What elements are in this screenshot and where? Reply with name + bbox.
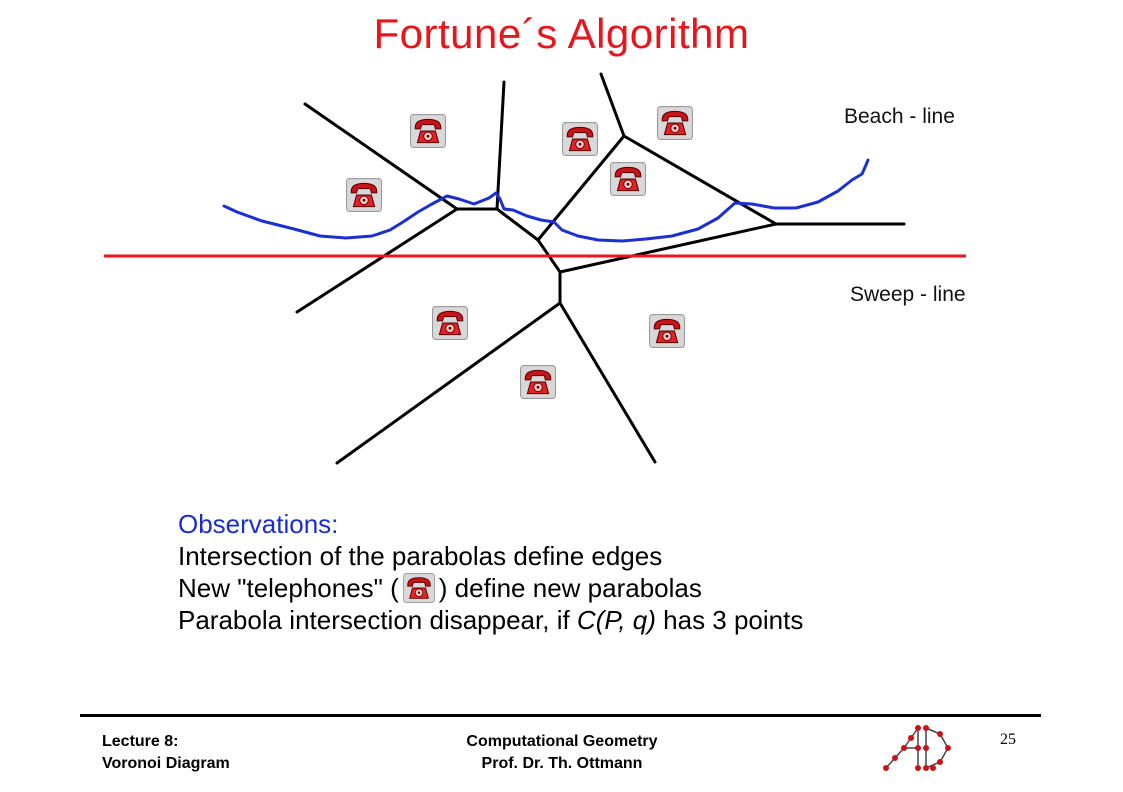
footer-lecture-info: Lecture 8: Voronoi Diagram [102,731,230,775]
footer-course-info: Computational Geometry Prof. Dr. Th. Ott… [392,731,732,775]
observation-text: Parabola intersection disappear, if [178,605,577,635]
voronoi-edge [558,301,657,464]
telephone-icon [346,178,382,212]
telephone-icon [410,114,446,148]
telephone-icon [402,573,435,603]
telephone-icon [562,122,598,156]
slide-title: Fortune´s Algorithm [373,10,750,57]
observation-text: New "telephones" ( [178,573,399,603]
telephone-icon [657,106,693,140]
telephone-icon [520,365,556,399]
sweep-line-label: Sweep - line [850,283,966,306]
site-telephones [346,106,693,399]
voronoi-edge [295,207,459,314]
voronoi-edge [335,301,562,465]
observation-text: has 3 points [655,605,804,635]
institute-logo [883,725,951,771]
lecture-topic: Voronoi Diagram [102,755,230,772]
observation-line: Intersection of the parabolas define edg… [178,541,663,571]
observation-formula: C(P, q) [576,605,656,635]
voronoi-edge [622,134,778,226]
observation-line: New "telephones" ( ) define new parabolas [178,572,803,604]
beach-line [222,158,870,243]
voronoi-edge [558,222,778,274]
footer-divider [80,714,1041,717]
beach-line-label: Beach - line [844,105,955,128]
observation-line: Parabola intersection disappear, if C(P,… [178,604,803,636]
voronoi-edge [495,80,506,211]
observation-text: ) define new parabolas [438,573,702,603]
lecture-number: Lecture 8: [102,733,179,750]
page-number: 25 [1000,731,1016,748]
course-name: Computational Geometry [466,733,658,750]
observations-heading: Observations: [178,509,339,539]
observations-block: Observations: Intersection of the parabo… [178,508,803,636]
voronoi-edge [303,102,459,211]
telephone-icon [610,162,646,196]
telephone-icon [649,314,685,348]
telephone-icon [432,306,468,340]
voronoi-edge [495,207,540,242]
professor-name: Prof. Dr. Th. Ottmann [481,755,643,772]
voronoi-edges [295,72,906,465]
voronoi-edge [599,72,626,138]
